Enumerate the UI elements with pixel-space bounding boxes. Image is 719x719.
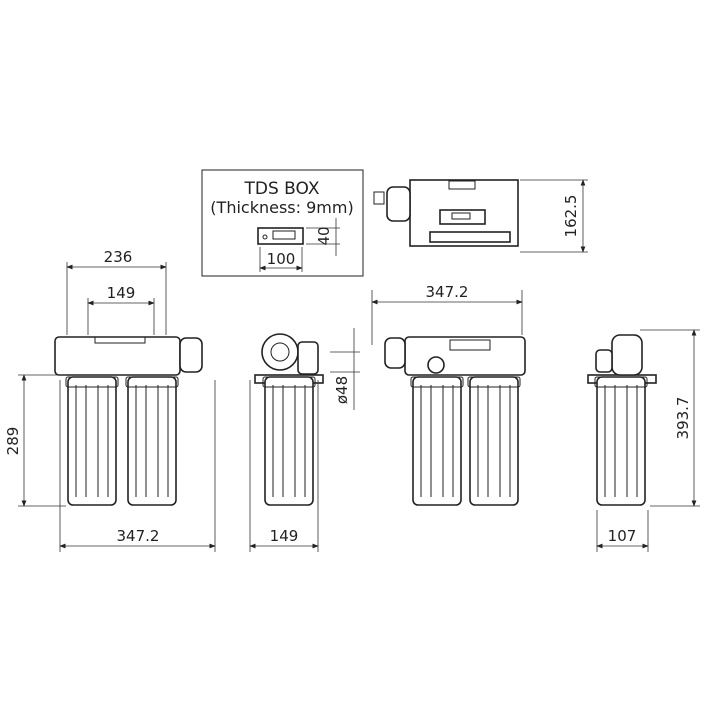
tds-box-subtitle: (Thickness: 9mm) <box>210 198 353 217</box>
right-height-label: 393.7 <box>674 397 692 440</box>
front-width-label: 347.2 <box>117 527 160 545</box>
right-width-label: 107 <box>608 527 637 545</box>
side-width-label: 149 <box>270 527 299 545</box>
right-view: 393.7 107 <box>587 329 700 552</box>
front-inner-width-label: 149 <box>107 284 136 302</box>
top-view-depth-label: 162.5 <box>562 195 580 238</box>
tds-width-label: 100 <box>267 250 296 268</box>
top-view: 162.5 <box>373 179 588 253</box>
tds-box-title: TDS BOX <box>244 179 320 199</box>
front-height-label: 289 <box>4 427 22 456</box>
front-view: 236 149 289 347.2 <box>4 248 216 552</box>
back-width-label: 347.2 <box>426 283 469 301</box>
side-view: ø48 149 <box>249 328 360 552</box>
side-diameter-label: ø48 <box>333 376 351 404</box>
tds-box-device <box>257 227 304 245</box>
back-view: 347.2 <box>371 283 526 506</box>
tds-box-panel: TDS BOX (Thickness: 9mm) 100 40 <box>201 169 364 277</box>
tds-height-label: 40 <box>315 226 333 245</box>
front-top-width-label: 236 <box>104 248 133 266</box>
